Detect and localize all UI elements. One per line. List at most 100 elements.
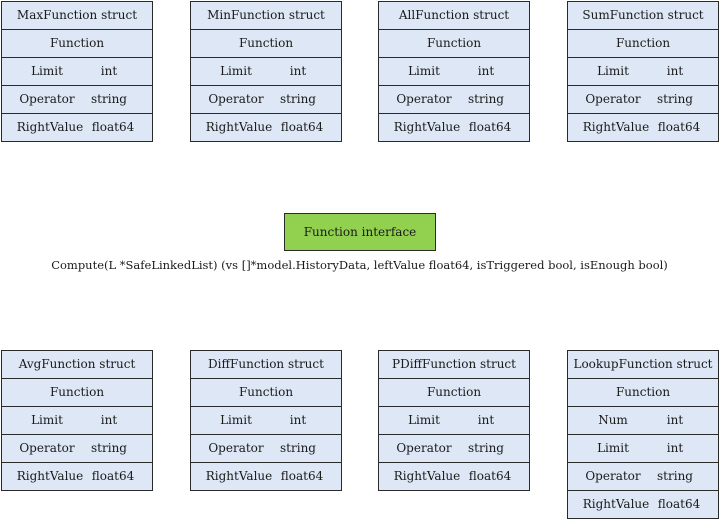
- struct-embedded: Function: [191, 30, 341, 58]
- field-type: int: [100, 413, 118, 427]
- struct-field: Limit int: [191, 407, 341, 435]
- diff-function-struct: DiffFunction struct Function Limit int Op…: [190, 350, 342, 491]
- struct-field: Limit int: [2, 407, 152, 435]
- struct-field: Operator string: [379, 86, 529, 114]
- field-name: Operator: [19, 441, 75, 455]
- field-type: int: [666, 413, 684, 427]
- field-type: string: [91, 92, 127, 106]
- struct-field: Operator string: [568, 463, 718, 491]
- struct-field: Limit int: [568, 435, 718, 463]
- struct-field: Limit int: [191, 58, 341, 86]
- field-name: Operator: [585, 92, 641, 106]
- struct-embedded: Function: [568, 379, 718, 407]
- field-type: int: [666, 64, 684, 78]
- struct-field: Limit int: [379, 58, 529, 86]
- field-name: Limit: [220, 64, 252, 78]
- field-name: RightValue: [205, 469, 273, 483]
- avg-function-struct: AvgFunction struct Function Limit int Ope…: [1, 350, 153, 491]
- field-name: Limit: [408, 413, 440, 427]
- field-name: RightValue: [393, 469, 461, 483]
- field-name: Limit: [220, 413, 252, 427]
- struct-field: RightValue float64: [568, 491, 718, 519]
- field-type: string: [91, 441, 127, 455]
- struct-field: Limit int: [379, 407, 529, 435]
- struct-field: Operator string: [379, 435, 529, 463]
- field-type: float64: [91, 120, 135, 134]
- field-type: float64: [280, 469, 324, 483]
- struct-embedded: Function: [2, 30, 152, 58]
- field-type: int: [477, 413, 495, 427]
- struct-title: DiffFunction struct: [191, 351, 341, 379]
- field-name: Limit: [31, 64, 63, 78]
- struct-field: RightValue float64: [379, 463, 529, 491]
- field-name: Limit: [597, 64, 629, 78]
- struct-field: RightValue float64: [191, 463, 341, 491]
- field-type: string: [280, 92, 316, 106]
- sum-function-struct: SumFunction struct Function Limit int Ope…: [567, 1, 719, 142]
- field-type: int: [289, 64, 307, 78]
- field-name: Operator: [396, 92, 452, 106]
- field-name: Operator: [585, 469, 641, 483]
- field-type: float64: [657, 497, 701, 511]
- field-name: RightValue: [393, 120, 461, 134]
- field-type: string: [468, 92, 504, 106]
- field-type: int: [477, 64, 495, 78]
- field-type: string: [657, 92, 693, 106]
- struct-embedded: Function: [2, 379, 152, 407]
- min-function-struct: MinFunction struct Function Limit int Ope…: [190, 1, 342, 142]
- struct-field: Operator string: [191, 435, 341, 463]
- struct-field: RightValue float64: [379, 114, 529, 142]
- struct-field: Operator string: [568, 86, 718, 114]
- struct-field: RightValue float64: [2, 463, 152, 491]
- struct-title: AvgFunction struct: [2, 351, 152, 379]
- struct-embedded: Function: [191, 379, 341, 407]
- all-function-struct: AllFunction struct Function Limit int Ope…: [378, 1, 530, 142]
- struct-field: Limit int: [568, 58, 718, 86]
- struct-title: AllFunction struct: [379, 2, 529, 30]
- struct-embedded: Function: [379, 379, 529, 407]
- field-type: int: [666, 441, 684, 455]
- struct-title: MaxFunction struct: [2, 2, 152, 30]
- struct-embedded: Function: [568, 30, 718, 58]
- field-type: string: [280, 441, 316, 455]
- struct-field: Operator string: [2, 435, 152, 463]
- field-name: RightValue: [16, 120, 84, 134]
- struct-field: RightValue float64: [2, 114, 152, 142]
- struct-field: Operator string: [191, 86, 341, 114]
- field-type: int: [100, 64, 118, 78]
- lookup-function-struct: LookupFunction struct Function Num int Li…: [567, 350, 719, 519]
- field-name: RightValue: [582, 120, 650, 134]
- field-type: float64: [468, 469, 512, 483]
- struct-field: Limit int: [2, 58, 152, 86]
- field-type: float64: [468, 120, 512, 134]
- struct-field: Operator string: [2, 86, 152, 114]
- struct-field: RightValue float64: [568, 114, 718, 142]
- field-type: float64: [657, 120, 701, 134]
- struct-title: PDiffFunction struct: [379, 351, 529, 379]
- field-name: Operator: [396, 441, 452, 455]
- field-name: Num: [598, 413, 628, 427]
- field-name: Operator: [208, 441, 264, 455]
- field-name: Operator: [19, 92, 75, 106]
- field-name: RightValue: [16, 469, 84, 483]
- struct-embedded: Function: [379, 30, 529, 58]
- field-name: RightValue: [205, 120, 273, 134]
- field-name: Operator: [208, 92, 264, 106]
- struct-title: MinFunction struct: [191, 2, 341, 30]
- field-name: RightValue: [582, 497, 650, 511]
- field-type: float64: [280, 120, 324, 134]
- field-type: int: [289, 413, 307, 427]
- field-name: Limit: [31, 413, 63, 427]
- struct-field: Num int: [568, 407, 718, 435]
- field-name: Limit: [597, 441, 629, 455]
- struct-field: RightValue float64: [191, 114, 341, 142]
- struct-title: LookupFunction struct: [568, 351, 718, 379]
- field-name: Limit: [408, 64, 440, 78]
- field-type: float64: [91, 469, 135, 483]
- struct-title: SumFunction struct: [568, 2, 718, 30]
- field-type: string: [468, 441, 504, 455]
- field-type: string: [657, 469, 693, 483]
- pdiff-function-struct: PDiffFunction struct Function Limit int O…: [378, 350, 530, 491]
- function-interface-box: Function interface: [284, 213, 436, 251]
- max-function-struct: MaxFunction struct Function Limit int Ope…: [1, 1, 153, 142]
